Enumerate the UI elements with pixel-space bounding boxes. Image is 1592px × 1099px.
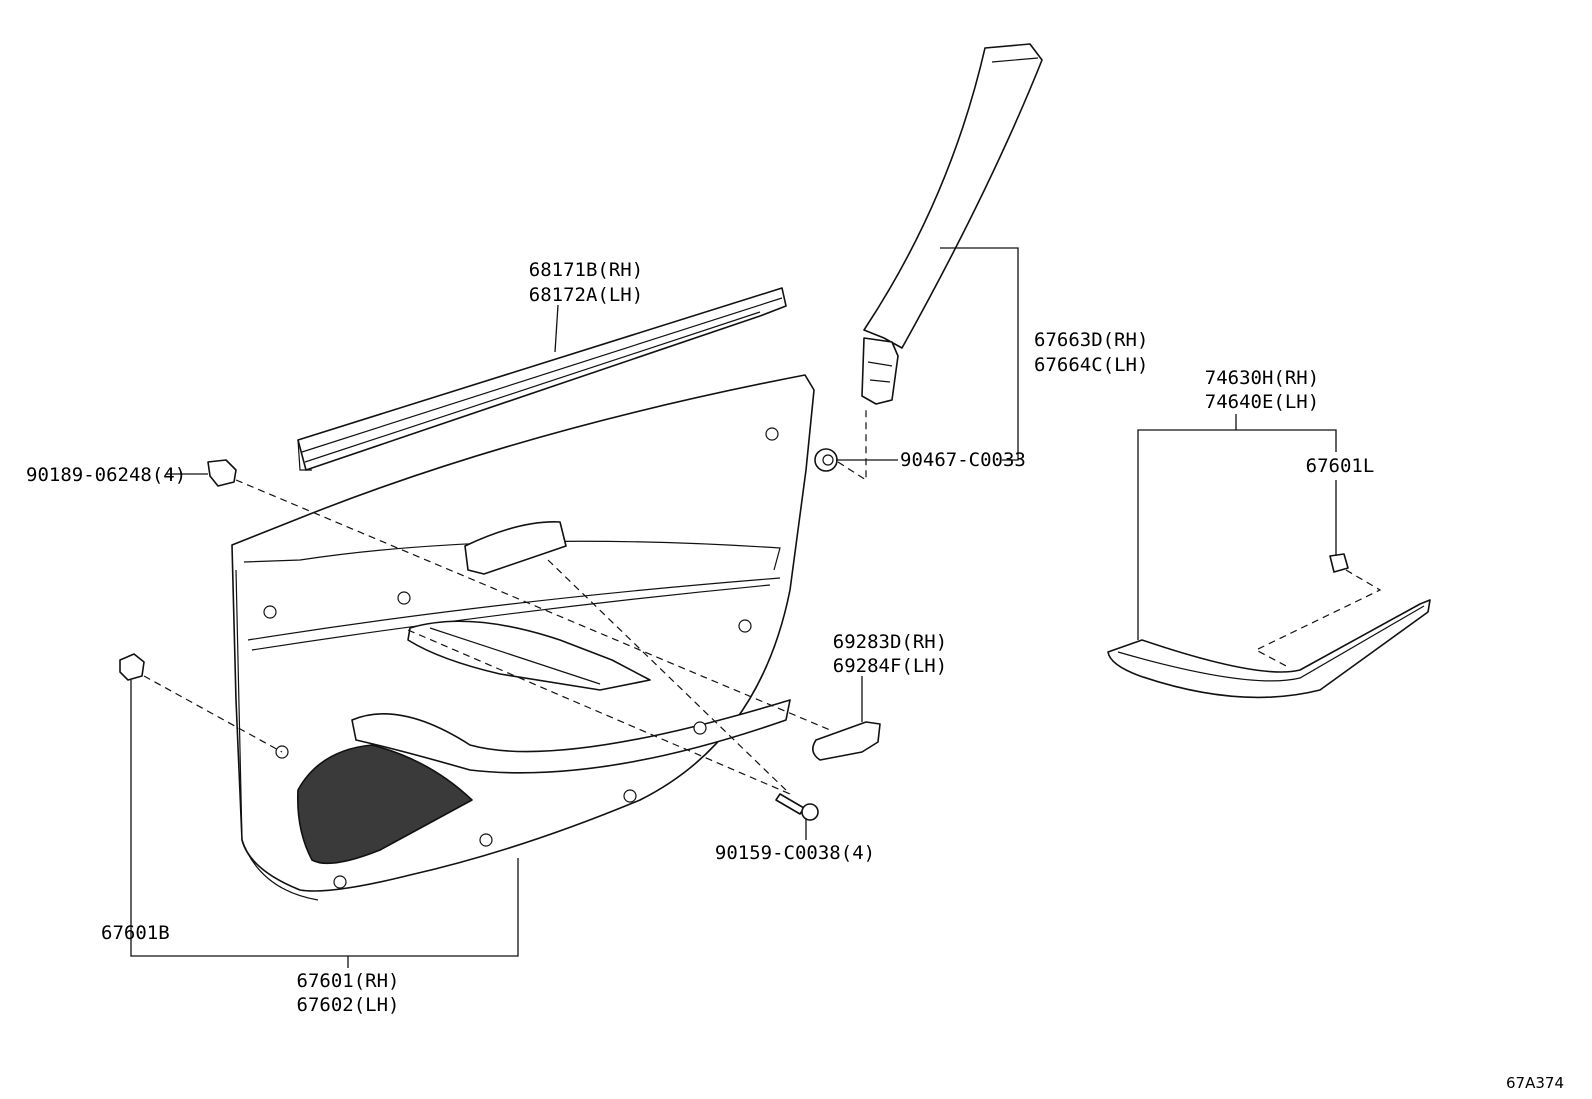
door-trim-board-part[interactable] [231,374,815,901]
part-labels: 68171B(RH) 68172A(LH) 67663D(RH) 67664C(… [26,259,1564,1092]
ornament-clip-part[interactable] [1329,553,1349,573]
ornament-panel-label-rh: 74630H(RH) [1205,367,1319,389]
trim-clip-lower-label: 67601B [101,922,170,944]
belt-moulding-label-lh: 68172A(LH) [529,284,643,306]
door-trim-board-label-lh: 67602(LH) [297,994,400,1016]
pillar-garnish-part[interactable] [861,43,1043,405]
screw-label: 90159-C0038(4) [715,842,875,864]
pillar-garnish-label-rh: 67663D(RH) [1034,329,1148,351]
pillar-garnish-label-lh: 67664C(LH) [1034,354,1148,376]
trim-clip-lower-part[interactable] [119,653,145,681]
diagram-reference-code: 67A374 [1506,1074,1564,1092]
door-trim-board-label-rh: 67601(RH) [297,970,400,992]
ornament-panel-label-lh: 74640E(LH) [1205,391,1319,413]
ornament-panel-part[interactable] [1107,599,1431,699]
trim-clip-upper-part[interactable] [207,459,237,487]
screw-part[interactable] [775,793,819,821]
assembly-dashed-lines [143,406,1382,795]
pull-handle-cover-part[interactable] [812,721,881,761]
belt-moulding-label-rh: 68171B(RH) [529,259,643,281]
belt-moulding-part[interactable] [297,287,787,471]
trim-clip-upper-label: 90189-06248(4) [26,464,186,486]
pillar-clip-label: 90467-C0033 [900,449,1026,471]
pull-handle-cover-label-lh: 69284F(LH) [833,655,947,677]
ornament-clip-label: 67601L [1306,455,1375,477]
pull-handle-cover-label-rh: 69283D(RH) [833,631,947,653]
leader-lines [130,247,1337,968]
pillar-clip-part[interactable] [814,448,838,472]
